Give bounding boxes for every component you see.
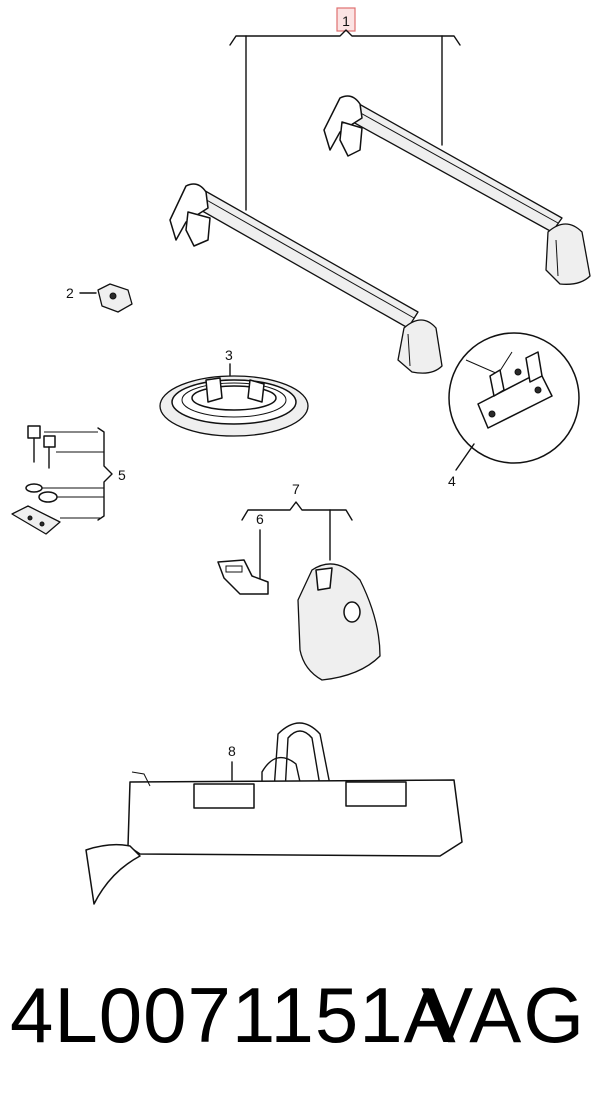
roof-bar-front-tube xyxy=(189,187,419,329)
callout-2-group: 2 xyxy=(66,283,133,313)
roof-bar-rear-bracket xyxy=(339,121,363,157)
callout-4-group: 4 xyxy=(448,332,580,489)
roof-bar-rear xyxy=(323,95,591,285)
roof-bar-front xyxy=(169,183,443,374)
brand-label: VAG xyxy=(421,971,586,1059)
bolt-1 xyxy=(27,425,41,439)
part-number: 4L0071151A xyxy=(10,971,457,1059)
roof-bar-front-bracket xyxy=(185,211,211,247)
callout-8-label: 8 xyxy=(228,743,236,759)
bag-label-right xyxy=(345,781,407,807)
callout-6-label: 6 xyxy=(256,511,264,527)
end-cap-hole xyxy=(343,601,361,623)
bag-handle-inner xyxy=(261,756,305,847)
coil-tie-left xyxy=(205,377,223,403)
roof-bar-front-foot-right xyxy=(397,319,443,374)
mounting-plate xyxy=(477,371,553,429)
callout-3-label: 3 xyxy=(225,347,233,363)
callout-1-highlight-box xyxy=(336,7,356,32)
exploded-parts-diagram: 1 2 3 xyxy=(11,7,591,905)
bag-label-left xyxy=(193,783,255,809)
roof-bar-rear-foot-right xyxy=(545,223,591,285)
bag-handle-outer xyxy=(269,722,343,847)
callout-5-label: 5 xyxy=(118,467,126,483)
callout-7-group: 7 6 xyxy=(217,481,381,681)
lock-insert xyxy=(217,559,269,595)
callout-1-group: 1 xyxy=(229,7,461,211)
washer-2 xyxy=(38,491,58,503)
callout-1-bracket xyxy=(229,29,461,46)
roof-bar-rear-tube xyxy=(341,99,563,233)
callout-4-label: 4 xyxy=(448,473,456,489)
bag-fabric-end xyxy=(85,843,141,905)
coil-tie-right xyxy=(247,379,265,403)
callout-2-label: 2 xyxy=(66,285,74,301)
end-cap xyxy=(297,563,381,681)
callout-5-bracket xyxy=(97,427,113,521)
callout-7-bracket xyxy=(241,501,353,521)
bolt-2 xyxy=(43,435,56,448)
callout-5-group: 5 xyxy=(11,425,126,535)
callout-8-group: 8 xyxy=(85,722,463,905)
plate-part xyxy=(11,505,61,535)
callout-1-label: 1 xyxy=(342,13,350,29)
callout-7-label: 7 xyxy=(292,481,300,497)
washer-1 xyxy=(25,483,43,493)
footer: 4L0071151A VAG xyxy=(0,965,600,1065)
bag-body xyxy=(127,779,463,857)
callout-3-group: 3 xyxy=(159,347,309,437)
